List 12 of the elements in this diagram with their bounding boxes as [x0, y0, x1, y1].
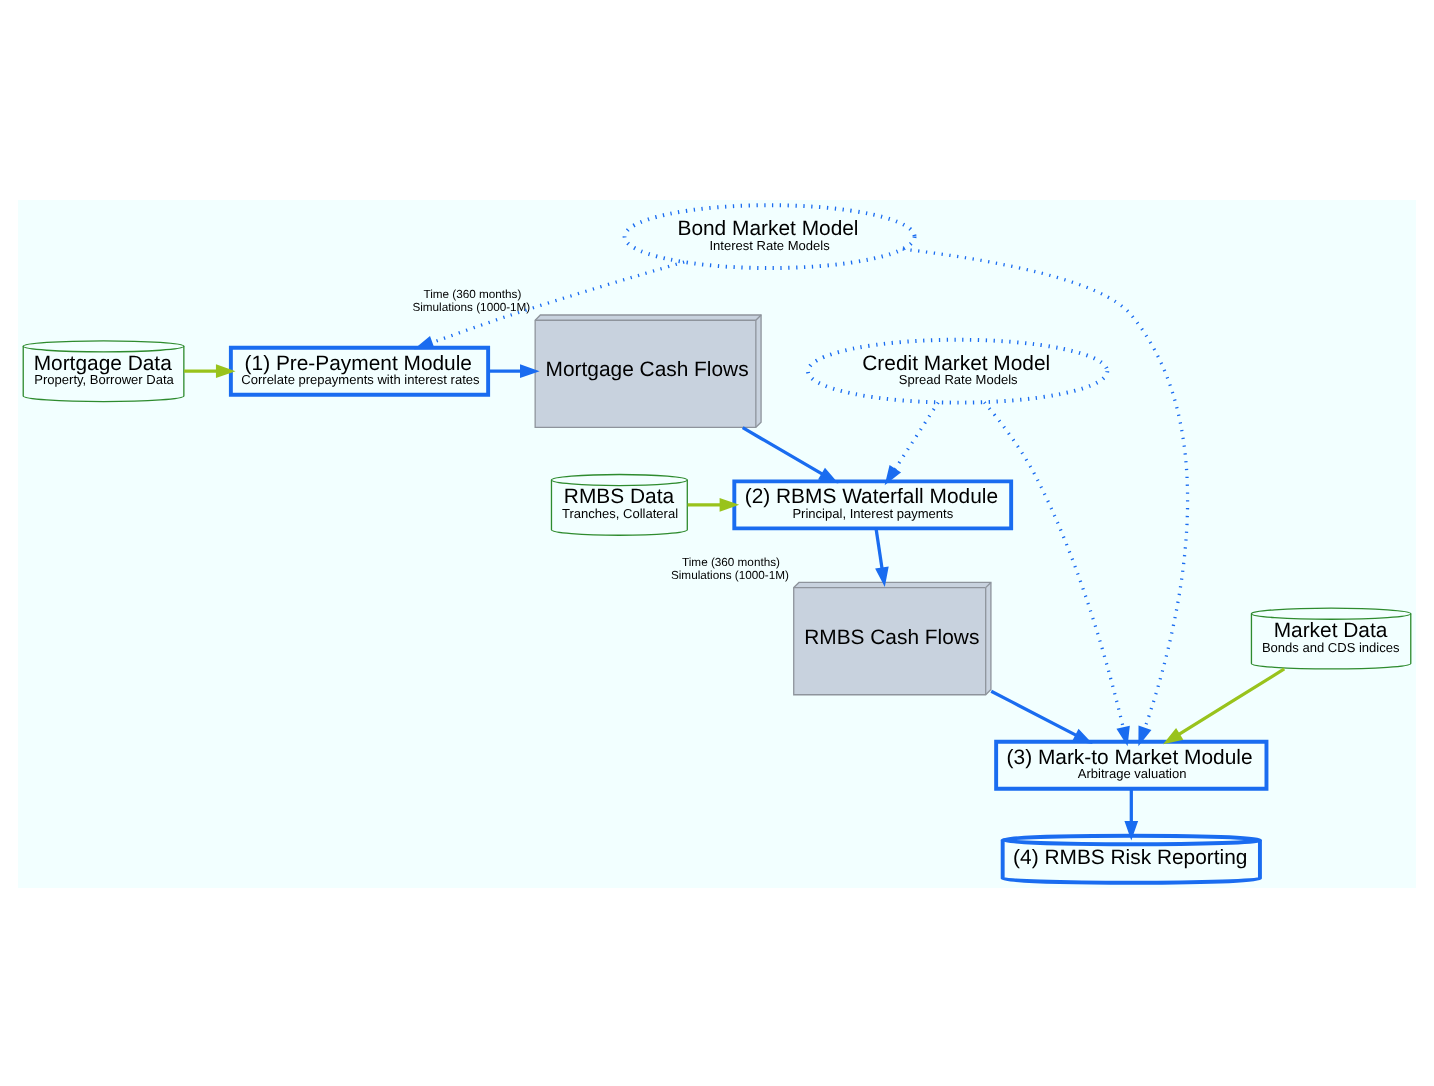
arrow — [884, 400, 940, 485]
arrow — [1163, 666, 1286, 744]
arrow — [413, 259, 685, 349]
arrow — [990, 688, 1093, 743]
arrow — [687, 497, 740, 511]
arrow — [983, 400, 1130, 746]
arrow — [184, 363, 236, 378]
arrow — [902, 246, 1190, 746]
arrow — [741, 425, 839, 483]
arrow — [874, 527, 889, 586]
arrow — [1124, 788, 1139, 840]
arrow — [488, 363, 540, 378]
